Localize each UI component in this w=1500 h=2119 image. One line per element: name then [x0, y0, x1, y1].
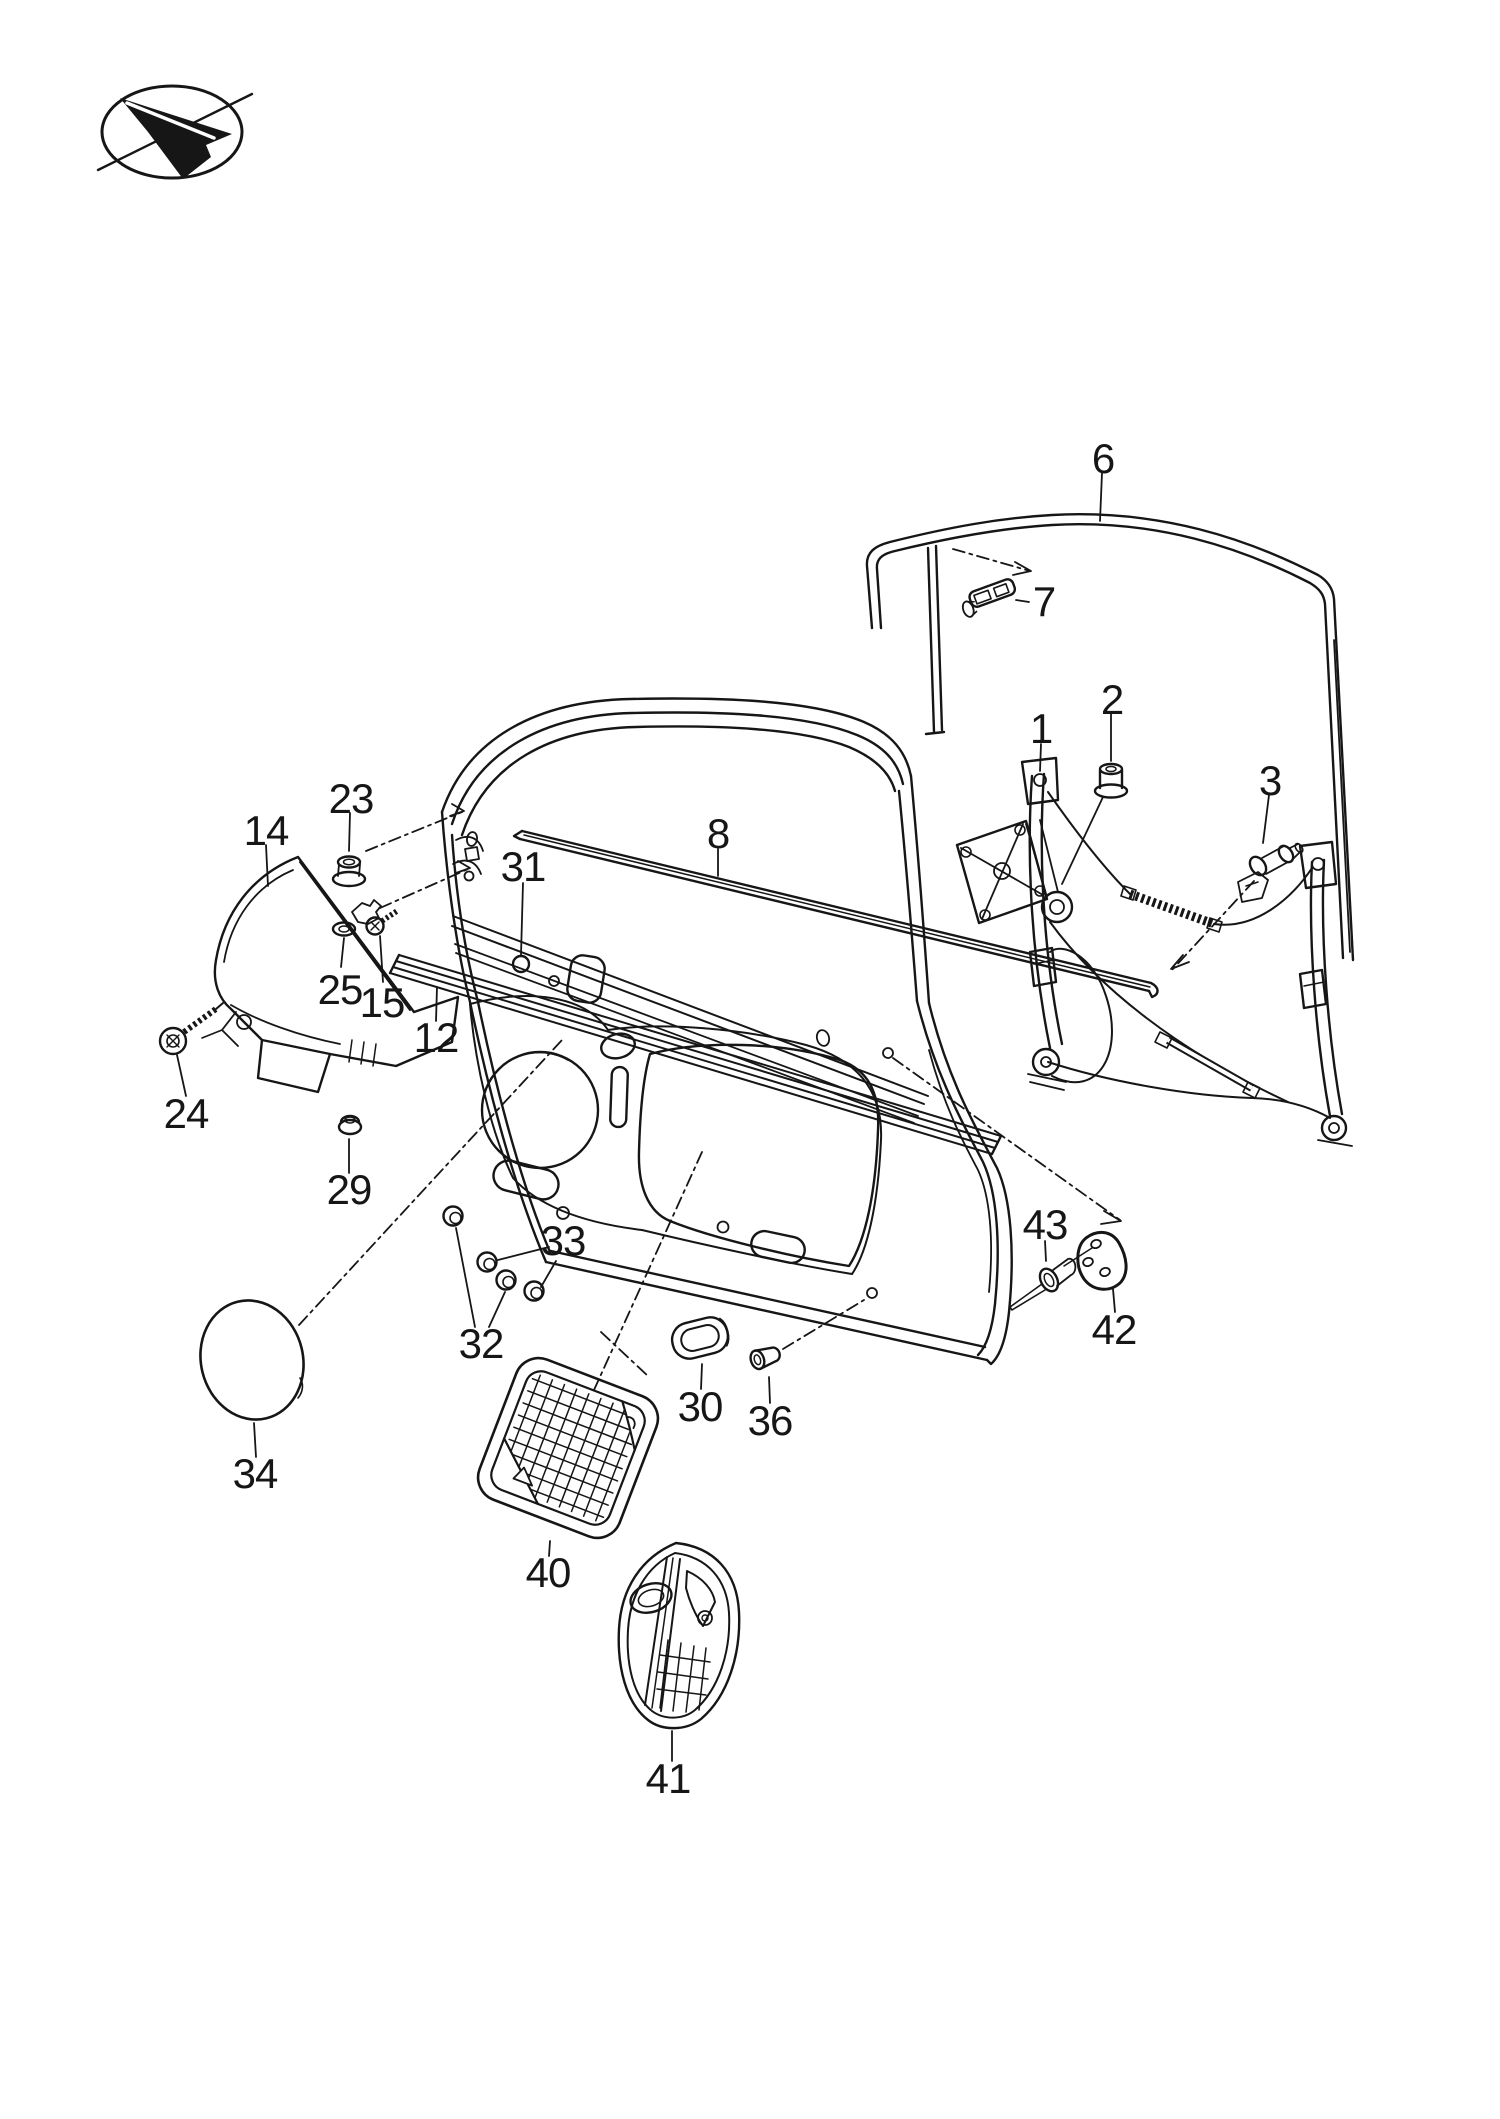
screw-24: [158, 1002, 224, 1056]
leader-lines: [176, 472, 1270, 1762]
dashdot-leaders: [298, 548, 1255, 1391]
cable-clip: [1248, 842, 1304, 877]
outer-belt-strip: [512, 829, 1159, 999]
grommet-29: [337, 1114, 363, 1136]
cap-36: [749, 1346, 781, 1371]
grommet-clip: [331, 899, 382, 937]
lock-cover: [617, 1541, 741, 1730]
retainer-plate: [1076, 1230, 1128, 1291]
brand-logo-icon: [96, 84, 254, 180]
screw-15: [365, 908, 399, 936]
regulator-nut: [1093, 762, 1129, 799]
window-regulator: [955, 756, 1353, 1147]
plug-grommets: [442, 1205, 545, 1302]
oval-plug: [670, 1316, 730, 1360]
window-frame-seal: [865, 513, 1355, 962]
speaker-grille: [476, 1356, 660, 1540]
rivet-pin: [1009, 1247, 1093, 1311]
door-shell: [440, 697, 1013, 1366]
nut-fastener: [331, 855, 367, 888]
frame-clip: [961, 578, 1017, 618]
mirror-triangle-cover: [201, 855, 460, 1094]
inner-belt-strip: [388, 953, 1003, 1156]
blanking-cover: [199, 1299, 305, 1421]
